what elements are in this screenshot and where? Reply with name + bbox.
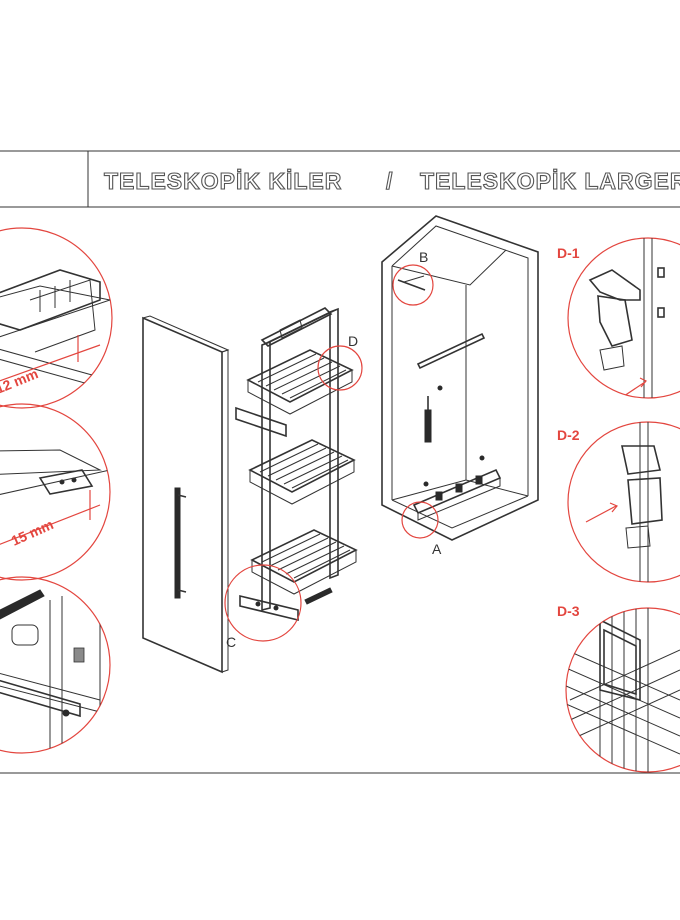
- detail-d3: D-3: [557, 603, 680, 773]
- callout-a-label: A: [432, 541, 442, 557]
- callout-d: D: [317, 333, 363, 391]
- callout-b: B: [392, 249, 434, 306]
- callout-a: A: [401, 501, 442, 557]
- title-left: TELESKOPİK KİLER: [104, 168, 342, 194]
- detail-screw-fixing: [0, 576, 111, 754]
- dim-middle: 15 mm: [9, 516, 56, 549]
- basket-bottom: [250, 529, 358, 595]
- title-separator: /: [386, 168, 393, 194]
- detail-d1: D-1: [557, 237, 680, 399]
- callout-b-label: B: [419, 249, 428, 265]
- basket-middle: [248, 439, 356, 505]
- detail-rail-profile: 12 mm: [0, 227, 113, 409]
- cabinet-carcass: [381, 215, 539, 541]
- detail-d2: D-2: [557, 421, 680, 583]
- detail-d2-label: D-2: [557, 427, 580, 443]
- telescopic-frame: [235, 307, 358, 622]
- callout-c: C: [224, 564, 302, 650]
- basket-top: [246, 349, 354, 415]
- dim-top: 12 mm: [0, 365, 40, 396]
- title-right: TELESKOPİK LARGER: [420, 168, 680, 194]
- detail-d1-label: D-1: [557, 245, 580, 261]
- callout-c-label: C: [226, 634, 236, 650]
- detail-d3-label: D-3: [557, 603, 580, 619]
- callout-d-label: D: [348, 333, 358, 349]
- detail-bottom-rail: 15 mm: [0, 403, 111, 581]
- door-panel: [142, 315, 230, 674]
- door-handle-icon: [174, 487, 181, 599]
- title-block: TELESKOPİK KİLER / TELESKOPİK LARGER: [0, 150, 680, 208]
